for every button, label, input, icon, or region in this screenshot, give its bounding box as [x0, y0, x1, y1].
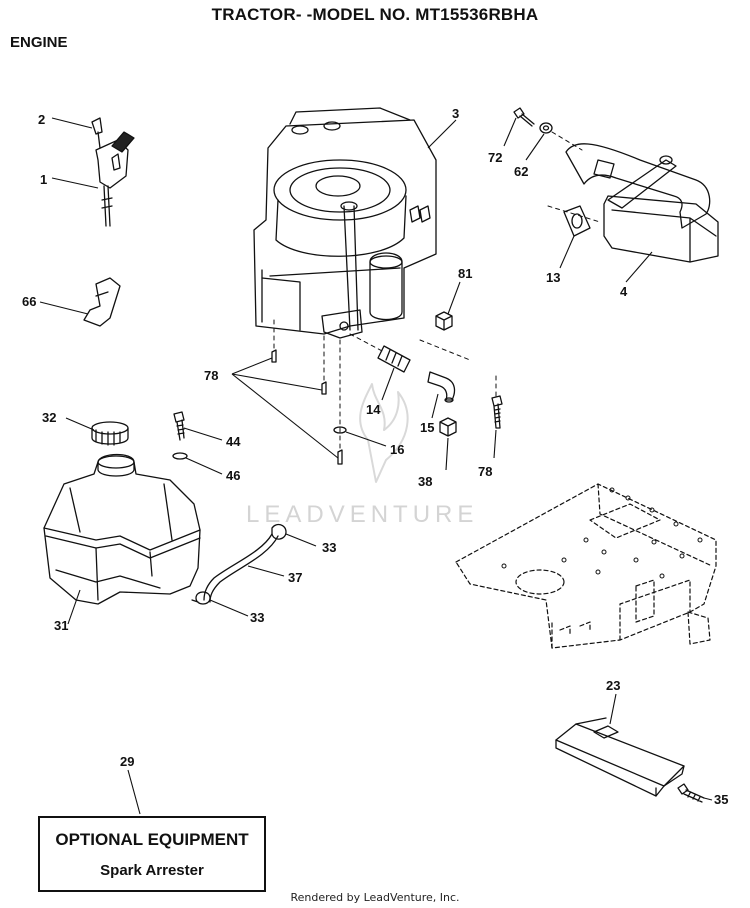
callout-2: 2 [38, 112, 45, 127]
callout-38: 38 [418, 474, 432, 489]
callout-16: 16 [390, 442, 404, 457]
callout-14: 14 [366, 402, 381, 417]
frame-reference [455, 483, 717, 649]
bolt-part-78[interactable] [491, 395, 503, 429]
bracket-part-66[interactable] [83, 277, 121, 327]
gasket-part-13[interactable] [563, 205, 591, 237]
callout-3: 3 [452, 106, 459, 121]
watermark-logo [359, 383, 409, 483]
washer-part-46[interactable] [172, 452, 188, 460]
callout-44: 44 [226, 434, 241, 449]
callout-81: 81 [458, 266, 472, 281]
footer-credit: Rendered by LeadVenture, Inc. [290, 891, 460, 904]
callout-78-right: 78 [478, 464, 492, 479]
callout-37: 37 [288, 570, 302, 585]
callout-46: 46 [226, 468, 240, 483]
optional-equipment-box: OPTIONAL EQUIPMENT Spark Arrester [38, 816, 266, 892]
page-title: TRACTOR- -MODEL NO. MT15536RBHA [211, 5, 539, 24]
watermark-text: LEADVENTURE [246, 501, 478, 528]
fuel-line-part-37[interactable] [203, 533, 279, 603]
screw-part-35[interactable] [677, 783, 705, 803]
pipe-nipple-part-14[interactable] [377, 345, 411, 373]
mounting-bolts-part-78[interactable] [271, 349, 343, 465]
throttle-control-part[interactable] [91, 117, 135, 227]
callout-33-upper: 33 [322, 540, 336, 555]
callout-78-left: 78 [204, 368, 218, 383]
engine-part[interactable] [253, 107, 437, 339]
callout-23: 23 [606, 678, 620, 693]
elbow-part-15[interactable] [427, 371, 456, 401]
callout-4: 4 [620, 284, 628, 299]
callout-31: 31 [54, 618, 68, 633]
callout-66: 66 [22, 294, 36, 309]
callout-62: 62 [514, 164, 528, 179]
screw-part-44[interactable] [173, 411, 185, 441]
hose-clamp-part-33-lower[interactable] [191, 591, 211, 605]
callout-13: 13 [546, 270, 560, 285]
callout-33-lower: 33 [250, 610, 264, 625]
optional-equipment-item: Spark Arrester [100, 862, 204, 879]
fuel-cap-part[interactable] [91, 421, 129, 446]
section-title: ENGINE [10, 34, 68, 51]
fuel-tank-part[interactable] [43, 453, 201, 605]
callout-29: 29 [120, 754, 134, 769]
callout-32: 32 [42, 410, 56, 425]
nut-part-81[interactable] [435, 311, 453, 331]
frame-holes [501, 487, 703, 579]
hose-clamp-part-33[interactable] [271, 523, 287, 540]
callout-35: 35 [714, 792, 728, 807]
callout-72: 72 [488, 150, 502, 165]
heat-shield-part[interactable] [555, 717, 685, 797]
nut-part-38[interactable] [439, 417, 457, 437]
washer-part-16[interactable] [333, 426, 347, 434]
callout-1: 1 [40, 172, 47, 187]
optional-equipment-title: OPTIONAL EQUIPMENT [55, 830, 249, 849]
callout-15: 15 [420, 420, 434, 435]
washer-part-62[interactable] [539, 122, 553, 134]
muffler-part[interactable] [565, 143, 719, 263]
bolt-part-72[interactable] [513, 107, 535, 127]
